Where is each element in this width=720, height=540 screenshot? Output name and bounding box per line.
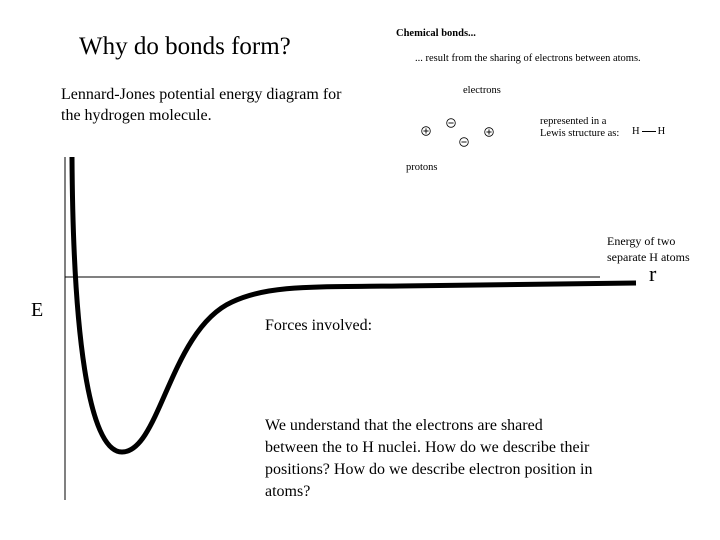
minus-circle-icon [459,137,469,147]
lewis-caption: represented in a Lewis structure as: [540,116,620,139]
lewis-bond-line [641,130,656,133]
lewis-atom-left: H [632,126,640,137]
y-axis-label: E [31,299,44,321]
plus-circle-icon [484,127,494,137]
lennard-jones-curve [69,156,637,455]
bonds-heading: Chemical bonds... [396,28,476,39]
lewis-structure: H H [632,126,665,137]
slide-title: Why do bonds form? [79,33,291,60]
plus-circle-icon [421,126,431,136]
minus-circle-icon [446,118,456,128]
diagram-caption: Lennard-Jones potential energy diagram f… [61,86,342,124]
forces-heading: Forces involved: [265,317,373,334]
protons-label: protons [406,162,438,173]
electrons-label: electrons [463,85,501,96]
question-paragraph: We understand that the electrons are sha… [265,417,593,500]
bonds-description: ... result from the sharing of electrons… [415,53,641,64]
x-axis-label: r [649,261,657,286]
lewis-atom-right: H [657,126,666,137]
asymptote-label: Energy of two separate H atoms [607,234,690,264]
